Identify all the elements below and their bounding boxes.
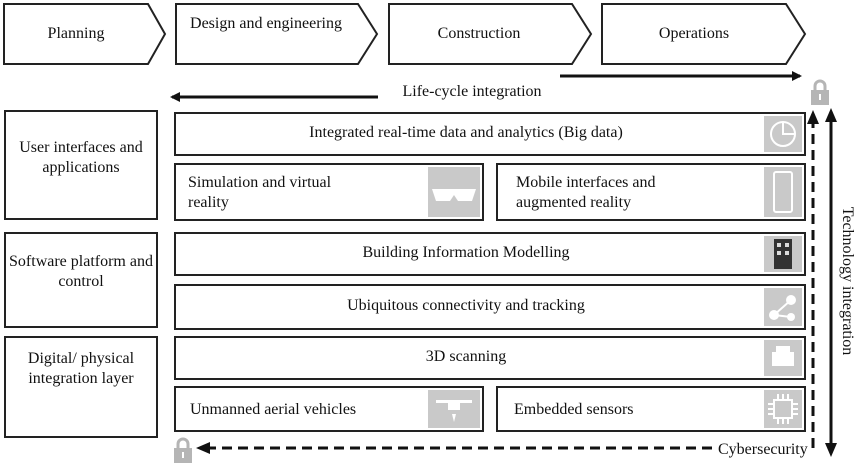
stage-design-label: Design and engineering [190,15,342,32]
tech-scanning: 3D scanning [174,336,806,380]
tech-label: Embedded sensors [514,401,634,418]
tech-sensors: Embedded sensors [496,386,806,432]
building-icon [764,236,802,272]
tech-bim: Building Information Modelling [174,232,806,276]
tech-label: Building Information Modelling [362,244,570,261]
tech-connectivity: Ubiquitous connectivity and tracking [174,284,806,330]
stage-design-shape [175,3,379,65]
tech-label: Mobile interfaces and augmented reality [516,174,656,211]
tech-label: Unmanned aerial vehicles [190,401,357,418]
stage-operations-label: Operations [658,25,730,42]
layer-label: Digital/ physical integration layer [27,350,135,387]
tech-big-data: Integrated real-time data and analytics … [174,112,806,156]
layer-user-interfaces: User interfaces and applications [4,110,158,220]
tech-label: Ubiquitous connectivity and tracking [347,297,585,314]
lock-icon [810,78,830,106]
tech-mobile: Mobile interfaces and augmented reality [496,163,806,221]
network-icon [764,288,802,326]
tech-uav: Unmanned aerial vehicles [174,386,484,432]
lock-icon [173,436,193,464]
tech-label: Simulation and virtual reality [188,174,332,211]
cybersecurity-head-left [196,442,210,454]
technology-integration-label: Technology integration [839,206,856,356]
smartphone-icon [764,167,802,217]
layer-label: Software platform and control [9,253,153,290]
tech-label: 3D scanning [425,348,507,365]
layer-software-platform: Software platform and control [4,232,158,328]
stage-construction-label: Construction [437,25,521,42]
drone-icon [428,390,480,428]
tech-label: Integrated real-time data and analytics … [309,124,623,141]
layer-label: User interfaces and applications [19,139,143,176]
data-analytics-icon [764,116,802,152]
technology-arrow-head-up [825,108,837,122]
scanner-icon [764,340,802,376]
cybersecurity-head-up [807,110,819,124]
cybersecurity-label: Cybersecurity [718,441,808,458]
vr-glasses-icon [428,167,480,217]
stage-planning-label: Planning [47,25,105,42]
tech-simulation: Simulation and virtual reality [174,163,484,221]
layer-digital-physical: Digital/ physical integration layer [4,336,158,438]
chip-icon [764,390,802,428]
lifecycle-label: Life-cycle integration [402,83,542,100]
